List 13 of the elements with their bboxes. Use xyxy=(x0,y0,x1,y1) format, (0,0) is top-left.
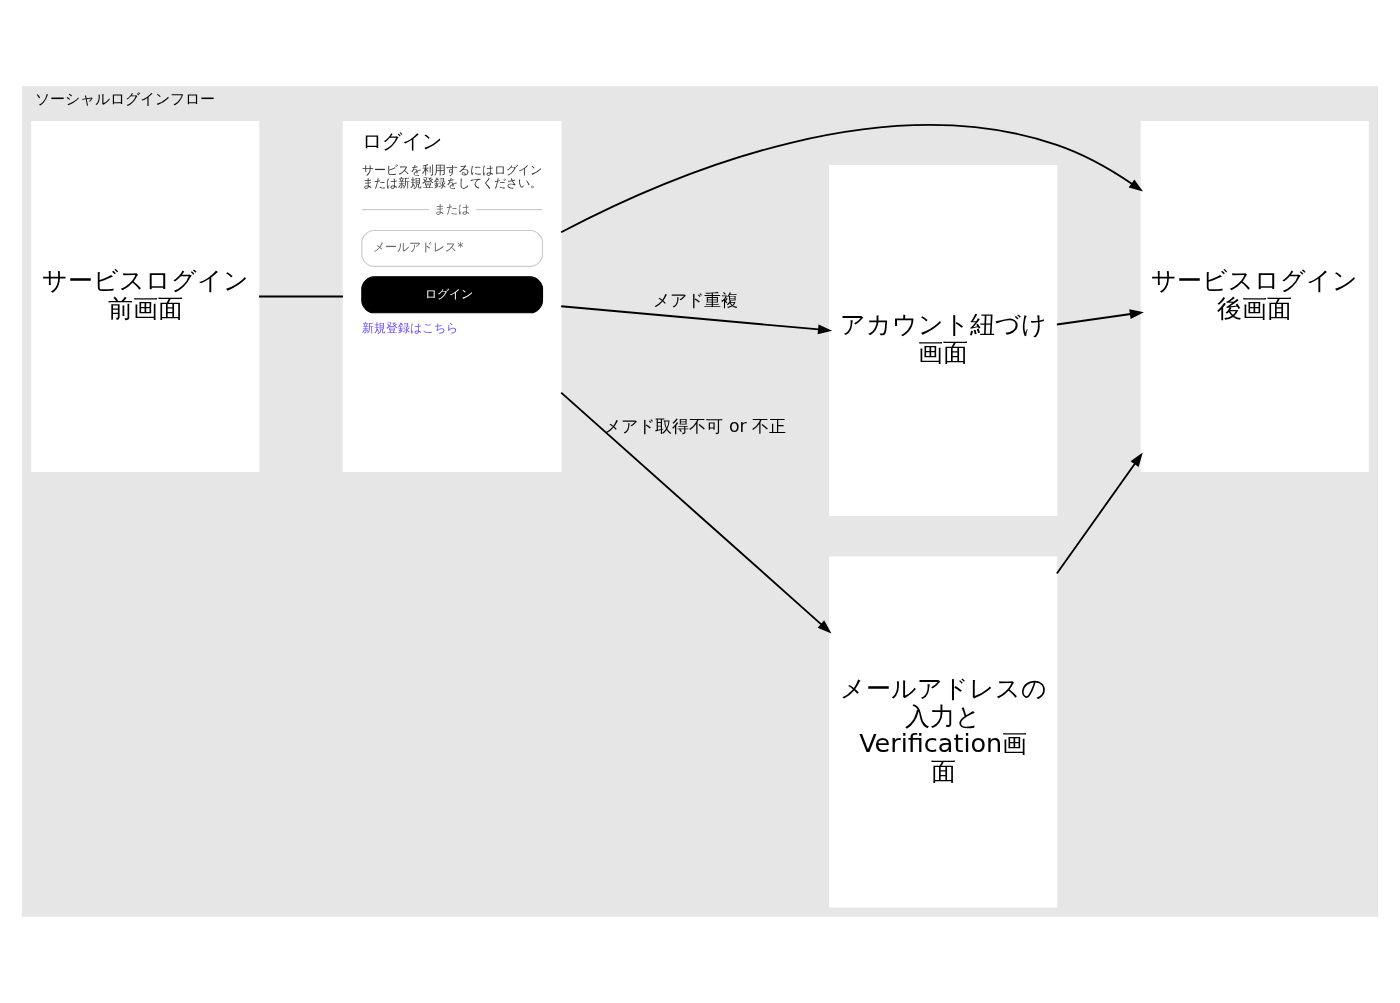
arrow xyxy=(560,391,832,634)
arrow xyxy=(560,305,833,335)
connector xyxy=(258,295,344,298)
arrow xyxy=(1055,309,1144,326)
node-box: ログイン サービスを利用するにはログインまたは新規登録をしてください。 または メールアドレス* ログイン 新規登録はこちら xyxy=(342,121,562,472)
edge-label: メアド重複 xyxy=(652,289,738,310)
arrow xyxy=(560,124,1144,234)
node-box: サービスログイン前画面 xyxy=(31,121,260,472)
node-box: サービスログイン後画面 xyxy=(1140,121,1369,472)
node-box: アカウント紐づけ画面 xyxy=(829,165,1058,516)
edge-label: メアド取得不可 or 不正 xyxy=(604,416,787,437)
node-box: メールアドレスの入力とVerification画面 xyxy=(829,556,1058,908)
arrow xyxy=(1055,452,1143,575)
